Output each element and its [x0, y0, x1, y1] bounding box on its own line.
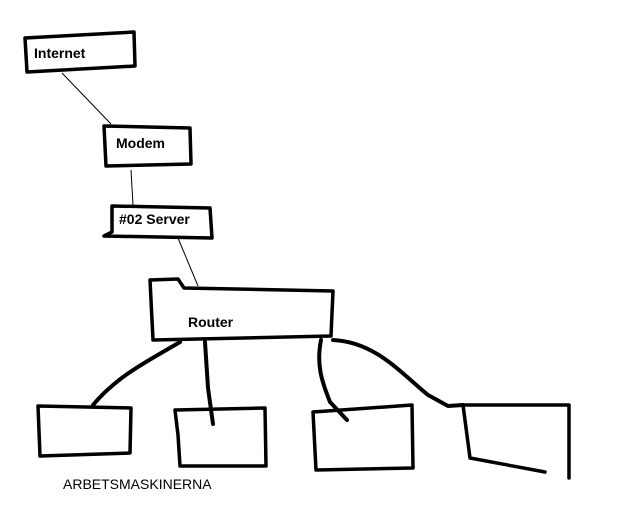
server-node: #02 Server	[102, 204, 214, 240]
server-box	[102, 204, 214, 240]
modem-node: Modem	[102, 124, 193, 168]
link-router-ws2	[203, 340, 215, 426]
internet-label: Internet	[34, 45, 86, 61]
workstation-box-4	[461, 403, 571, 480]
workstation-box-1	[36, 404, 133, 458]
link-router-ws3	[317, 338, 349, 422]
link-internet-modem	[61, 72, 112, 125]
server-label: #02 Server	[119, 211, 190, 227]
workstation-box-3	[311, 403, 415, 472]
router-box	[148, 277, 335, 342]
router-label: Router	[188, 314, 234, 330]
link-router-ws1	[91, 340, 182, 407]
internet-node: Internet	[23, 30, 137, 74]
workstations-label: ARBETSMASKINERNA	[63, 476, 212, 492]
modem-box	[102, 124, 193, 168]
link-server-router	[177, 237, 199, 287]
modem-label: Modem	[116, 135, 165, 151]
workstation-box-2	[173, 406, 268, 468]
internet-box	[23, 30, 137, 74]
link-modem-server	[130, 169, 134, 206]
link-router-ws4	[331, 338, 465, 408]
router-node: Router	[148, 277, 335, 342]
